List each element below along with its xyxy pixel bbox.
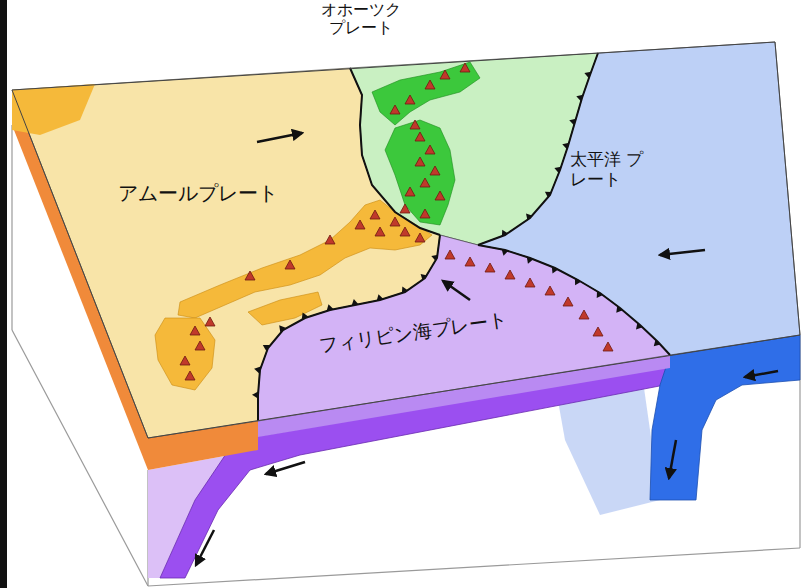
plate-label: 太平洋 プレート [570, 150, 648, 189]
japan-trench [478, 53, 598, 245]
label-slot: オホーツク プレート [318, 1, 404, 38]
pacific-slab [650, 335, 800, 500]
motion-arrows [196, 133, 778, 565]
izu-bonin-trench [478, 245, 670, 355]
plate-boundary [350, 68, 440, 235]
shikoku-land [248, 292, 322, 325]
label-slot: 太平洋 プレート [570, 150, 648, 189]
tohoku-land [385, 120, 455, 225]
plate-label: アムールプレート [118, 182, 278, 205]
asia-land [12, 84, 95, 135]
hokkaido-land [372, 62, 480, 125]
volcano-symbols [180, 63, 613, 380]
frame-strip [0, 0, 7, 588]
plate-label: オホーツク プレート [318, 1, 404, 38]
top-face-outline [12, 42, 800, 438]
kyushu-land [155, 318, 215, 390]
label-slot: アムールプレート [118, 182, 278, 205]
